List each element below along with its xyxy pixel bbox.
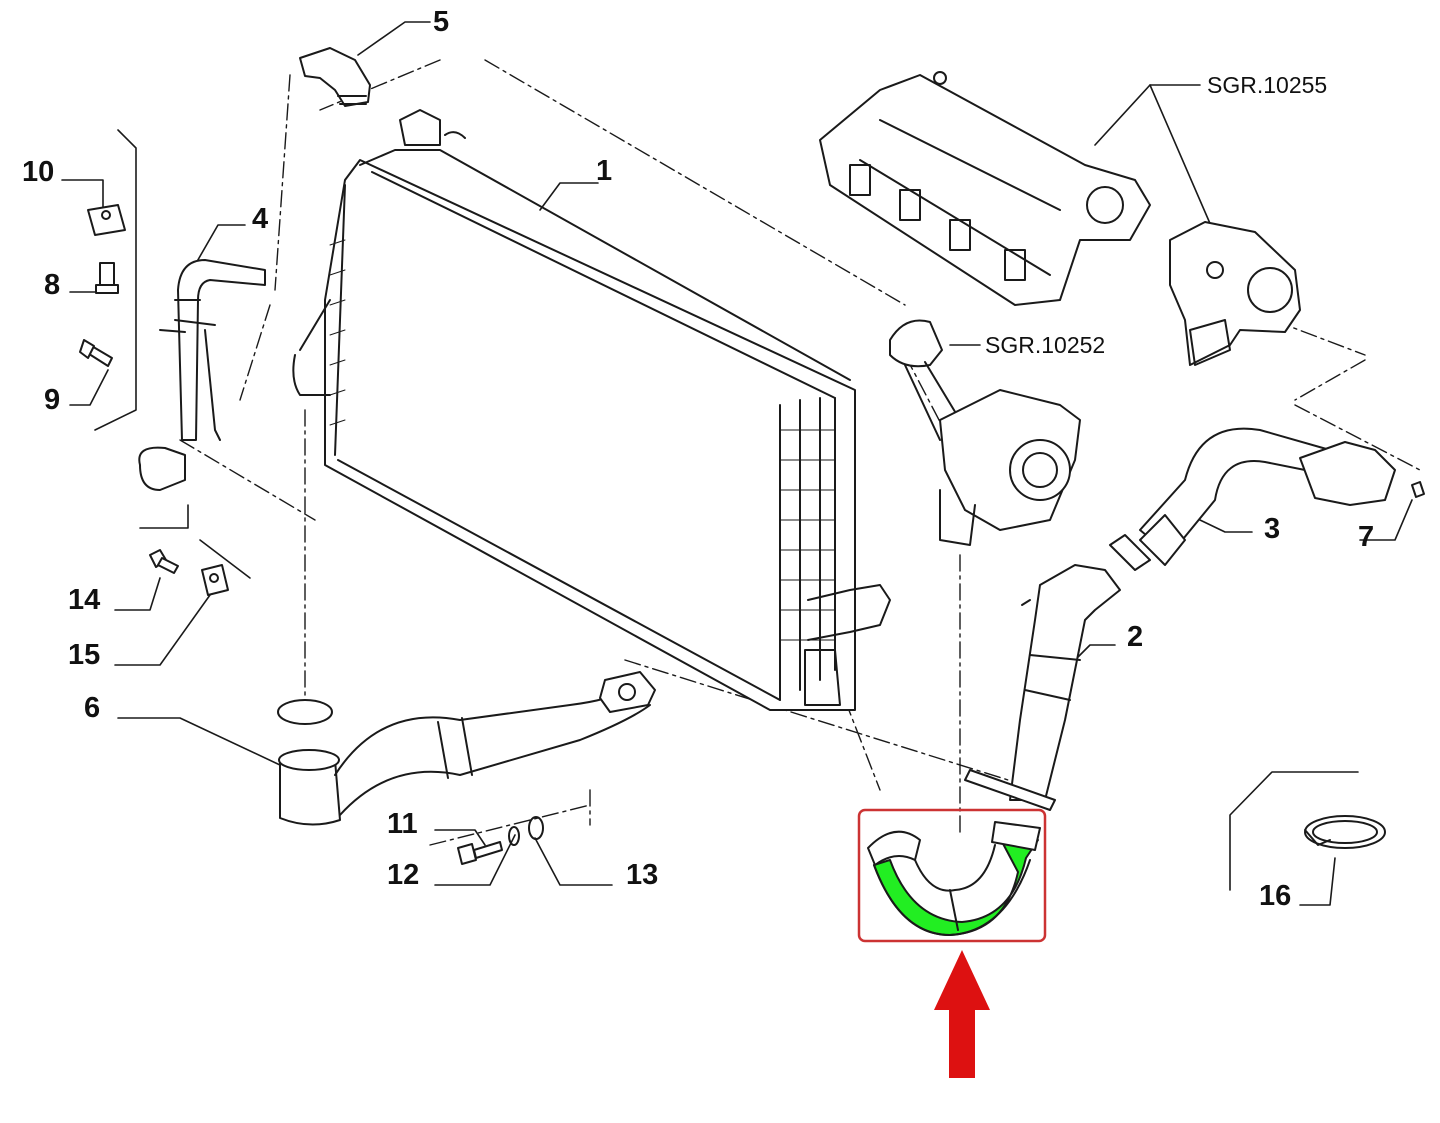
callout-6: 6 — [84, 692, 101, 724]
highlighted-lower-hose — [867, 821, 1041, 936]
callout-11: 11 — [387, 808, 418, 840]
callout-8: 8 — [44, 269, 61, 301]
callout-2: 2 — [1127, 621, 1144, 653]
bolt-part-9 — [79, 339, 113, 367]
highlight-box — [857, 808, 1047, 943]
red-arrow-icon — [934, 950, 990, 1078]
callout-15: 15 — [68, 639, 101, 671]
hose-part-3 — [1109, 427, 1425, 571]
callout-12: 12 — [387, 859, 420, 891]
turbocharger-unit — [889, 319, 1081, 546]
intercooler-part-1 — [292, 109, 891, 711]
washer-part-12 — [508, 826, 520, 846]
pipe-part-6 — [277, 671, 656, 826]
clamp-part-16 — [1304, 815, 1386, 849]
callout-1: 1 — [596, 155, 613, 187]
hose-part-4 — [138, 259, 266, 491]
callout-5: 5 — [433, 6, 450, 38]
separator-lines — [94, 129, 1359, 891]
callout-9: 9 — [44, 384, 61, 416]
bracket-part-15 — [201, 564, 229, 596]
bolt-part-14 — [149, 549, 179, 574]
callout-10: 10 — [22, 156, 55, 188]
callout-7: 7 — [1358, 521, 1375, 553]
callout-4: 4 — [252, 203, 269, 235]
intake-manifold — [819, 71, 1151, 306]
elbow-hose-part-5 — [299, 47, 371, 107]
bolt-part-11 — [457, 841, 503, 865]
leader-lines — [61, 21, 1413, 906]
callout-3: 3 — [1264, 513, 1281, 545]
callout-16: 16 — [1259, 880, 1292, 912]
bolt-part-8 — [95, 262, 119, 294]
ref-turbo-group: SGR.10252 — [985, 332, 1106, 358]
callout-14: 14 — [68, 584, 101, 616]
pipe-part-2 — [964, 564, 1121, 811]
washer-part-13 — [528, 816, 544, 840]
ref-manifold-group: SGR.10255 — [1207, 72, 1328, 98]
throttle-body — [1169, 221, 1301, 366]
clip-part-10 — [87, 204, 126, 236]
callout-13: 13 — [626, 859, 659, 891]
